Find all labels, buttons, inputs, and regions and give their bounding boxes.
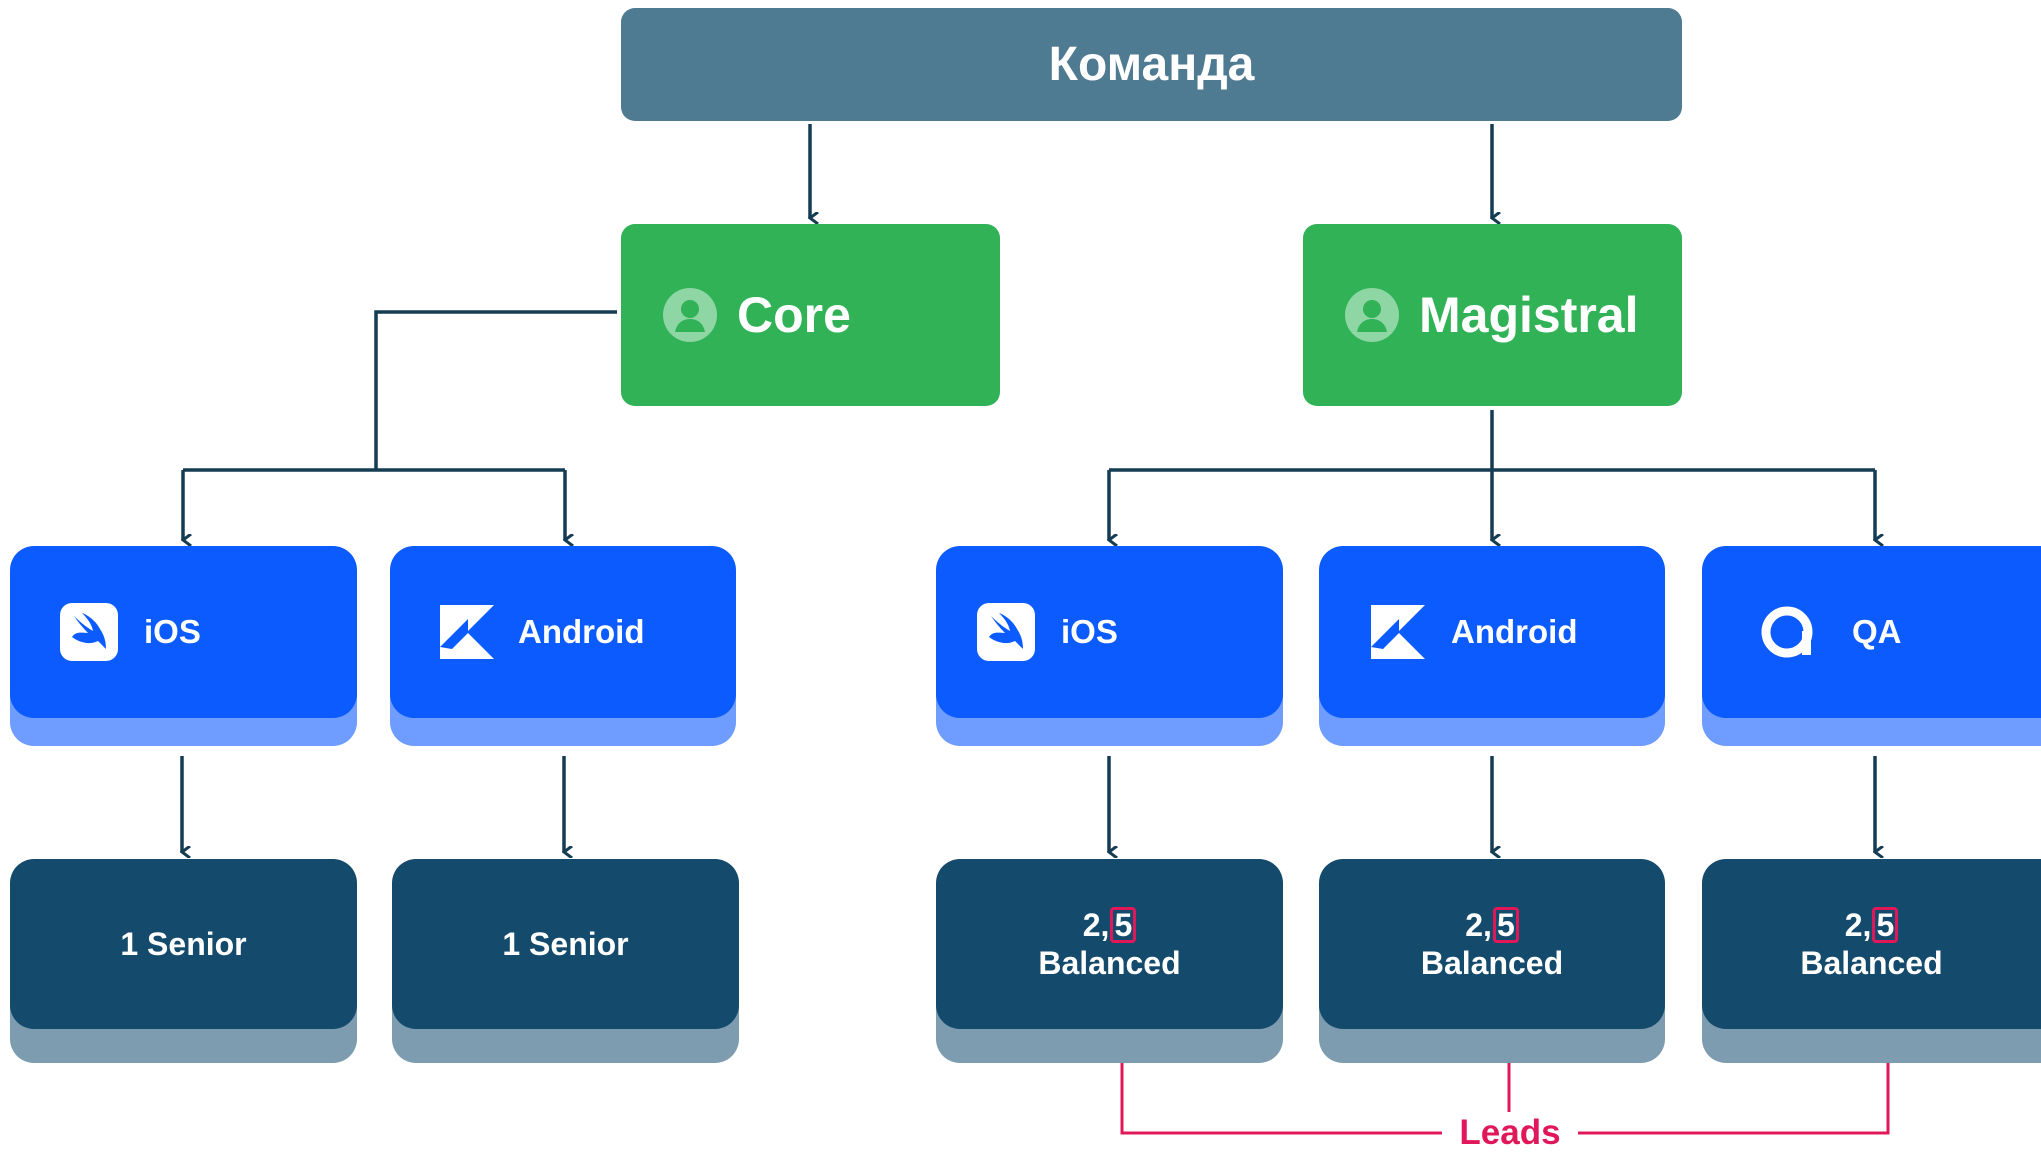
group-core: Core	[621, 224, 1000, 406]
user-avatar-icon	[1345, 288, 1399, 342]
lead-highlight: 5	[1492, 907, 1519, 943]
platform-label: iOS	[144, 613, 201, 650]
headcount-role: Balanced	[1800, 945, 1943, 981]
platform-label: iOS	[1061, 613, 1118, 650]
platform-magistral-ios: iOS	[936, 546, 1283, 746]
team-box: Команда	[621, 8, 1682, 121]
platform-magistral-qa: QA	[1702, 546, 2041, 746]
qa-icon	[1761, 606, 1813, 658]
swift-icon	[977, 603, 1035, 661]
kotlin-icon	[1371, 605, 1425, 659]
core-branch-line	[374, 310, 617, 470]
team-title: Команда	[1048, 38, 1255, 91]
group-magistral: Magistral	[1303, 224, 1682, 406]
kotlin-icon	[440, 605, 494, 659]
headcount-text: 1 Senior	[502, 926, 629, 962]
headcount-role: Balanced	[1420, 945, 1564, 981]
group-name: Magistral	[1419, 287, 1639, 343]
platform-core-ios: iOS	[10, 546, 357, 746]
user-avatar-icon	[663, 288, 717, 342]
platform-core-android: Android	[390, 546, 736, 746]
headcount-role: Balanced	[1038, 945, 1181, 981]
headcount-magistral-qa: 2,5 Balanced	[1702, 859, 2041, 1063]
headcount-text: 1 Senior	[120, 926, 247, 962]
platform-label: Android	[1451, 613, 1578, 650]
platform-label: Android	[518, 613, 645, 650]
headcount-magistral-android: 2,5 Balanced	[1319, 859, 1665, 1063]
headcount-magistral-ios: 2,5 Balanced	[936, 859, 1283, 1063]
headcount-number: 2,	[1465, 907, 1492, 943]
swift-icon	[60, 603, 118, 661]
platform-label: QA	[1852, 613, 1902, 650]
leads-label: Leads	[1442, 1112, 1578, 1154]
headcount-core-ios: 1 Senior	[10, 859, 357, 1063]
platform-magistral-android: Android	[1319, 546, 1665, 746]
headcount-number: 2,	[1082, 907, 1110, 943]
headcount-number: 2,	[1844, 907, 1872, 943]
lead-highlight: 5	[1110, 907, 1137, 943]
group-name: Core	[737, 287, 851, 343]
headcount-core-android: 1 Senior	[392, 859, 739, 1063]
lead-highlight: 5	[1872, 907, 1899, 943]
